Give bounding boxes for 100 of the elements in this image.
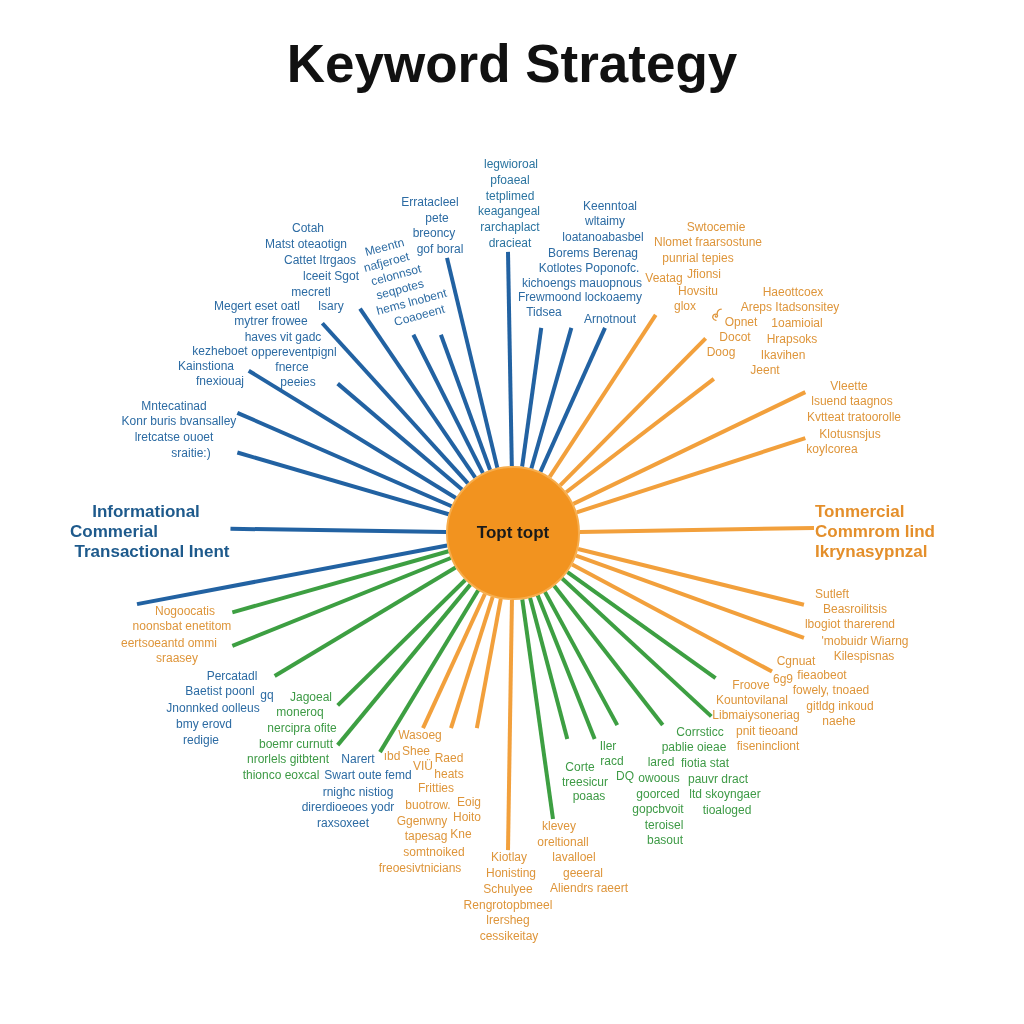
keyword-label: lretcatse ouoet xyxy=(134,431,214,445)
keyword-label: Erratacleel xyxy=(401,196,459,210)
connector-line xyxy=(577,547,805,607)
connector-line xyxy=(247,369,457,500)
keyword-label: redigie xyxy=(183,734,219,748)
keyword-label: gq xyxy=(260,689,274,703)
keyword-label: Matst oteaotign xyxy=(264,238,348,252)
keyword-label: punrial tepies xyxy=(662,252,734,266)
keyword-label: Eoig xyxy=(457,796,481,810)
keyword-label: wltaimy xyxy=(585,215,625,229)
connector-line xyxy=(358,307,477,479)
keyword-label: dracieat xyxy=(488,237,532,251)
keyword-label: lceeit Sgot xyxy=(303,270,359,284)
keyword-label: tapesag xyxy=(404,830,448,844)
connector-line xyxy=(439,334,492,471)
connector-line xyxy=(336,382,464,492)
keyword-label: fiotia stat xyxy=(681,757,729,771)
keyword-label: Swtocemie xyxy=(686,221,746,235)
connector-line xyxy=(231,556,452,648)
keyword-label: ltd skoyngaer xyxy=(689,788,761,802)
hub-label: Topt topt xyxy=(476,523,550,543)
keyword-label: owoous xyxy=(638,772,680,786)
keyword-label: lsary xyxy=(318,300,344,314)
connector-line xyxy=(579,526,815,534)
keyword-label: rarchaplact xyxy=(480,221,540,235)
keyword-label: Hovsitu xyxy=(678,285,718,299)
connector-line xyxy=(575,553,805,640)
keyword-label: Aliendrs raeert xyxy=(550,882,628,896)
keyword-label: gitldg inkoud xyxy=(806,700,874,714)
keyword-label: Jfionsi xyxy=(687,268,721,282)
keyword-label: Mntecatinad xyxy=(141,400,207,414)
connector-line xyxy=(543,590,619,727)
keyword-label: nercipra ofite xyxy=(267,722,337,736)
keyword-label: goorced xyxy=(636,788,680,802)
keyword-label: tioaloged xyxy=(702,804,752,818)
keyword-label: pauvr dract xyxy=(688,773,748,787)
keyword-label: Kilespisnas xyxy=(833,650,895,664)
category-label: Commrom lind xyxy=(815,522,935,542)
connector-line xyxy=(560,577,713,718)
keyword-label: klevey xyxy=(542,820,576,834)
keyword-label: breoncy xyxy=(412,227,456,241)
keyword-label: Kiotlay xyxy=(490,851,527,865)
keyword-label: lared xyxy=(647,756,675,770)
keyword-label: gof boral xyxy=(416,243,464,257)
keyword-label: Kainstiona xyxy=(177,360,234,374)
connector-line xyxy=(236,450,450,517)
category-label: Commerial xyxy=(70,522,158,542)
keyword-label: buotrow. xyxy=(405,799,451,813)
keyword-label: oppereventpignl xyxy=(251,346,337,360)
keyword-label: Wasoeg xyxy=(398,729,442,743)
keyword-label: Tidsea xyxy=(526,306,562,320)
connector-line xyxy=(336,583,472,747)
keyword-label: direrdioeoes yodr xyxy=(301,801,395,815)
connector-line xyxy=(474,598,503,729)
category-label: Tonmercial xyxy=(815,502,905,522)
keyword-label: Froove xyxy=(732,679,770,693)
connector-line xyxy=(378,589,480,754)
keyword-label: basout xyxy=(647,834,683,848)
keyword-label: Cotah xyxy=(292,222,324,236)
keyword-label: lavalloel xyxy=(552,851,596,865)
keyword-label: oreltionall xyxy=(537,836,589,850)
keyword-label: pnit tieoand xyxy=(735,725,798,739)
keyword-label: Kountovilanal xyxy=(715,694,788,708)
keyword-label: pfoaeal xyxy=(490,174,530,188)
keyword-label: Konr buris bvansalley xyxy=(121,415,237,429)
keyword-label: kezheboet xyxy=(192,345,248,359)
connector-line xyxy=(564,377,716,494)
keyword-label: lrersheg xyxy=(486,914,530,928)
keyword-label: Cattet Itrgaos xyxy=(284,254,356,268)
keyword-label: Fritties xyxy=(418,782,454,796)
keyword-label: Klotusnsjus xyxy=(819,428,881,442)
keyword-label: sraitie:) xyxy=(171,447,211,461)
connector-line xyxy=(506,599,514,851)
keyword-label: lsuend taagnos xyxy=(811,395,893,409)
connector-line xyxy=(236,410,453,509)
keyword-label: noonsbat enetitom xyxy=(132,620,232,634)
connector-line xyxy=(506,251,514,467)
connector-line xyxy=(445,257,500,469)
keyword-label: loatanoabasbel xyxy=(562,231,644,245)
connector-line xyxy=(576,436,806,515)
connector-line xyxy=(411,333,485,475)
keyword-label: Swart oute femd xyxy=(324,769,412,783)
keyword-label: Borems Berenag xyxy=(548,247,638,261)
keyword-label: Raed xyxy=(434,752,464,766)
keyword-label: Honisting xyxy=(485,867,536,881)
keyword-label: heats xyxy=(434,768,464,782)
connector-line xyxy=(320,321,470,485)
keyword-label: fisenincliont xyxy=(736,740,800,754)
keyword-label: Opnet xyxy=(724,316,758,330)
keyword-label: ıbd xyxy=(383,750,401,764)
keyword-label: Docot xyxy=(719,331,751,345)
keyword-label: Rengrotopbmeel xyxy=(463,899,553,913)
connector-line xyxy=(273,565,457,678)
connector-line xyxy=(566,570,717,680)
keyword-label: DQ xyxy=(616,770,634,784)
keyword-label: raxsoxeet xyxy=(317,817,369,831)
keyword-label: freoesivtnicians xyxy=(378,862,462,876)
keyword-label: gopcbvoit xyxy=(632,803,684,817)
keyword-label: mecretl xyxy=(291,286,331,300)
keyword-label: rnighc nistiog xyxy=(322,786,394,800)
